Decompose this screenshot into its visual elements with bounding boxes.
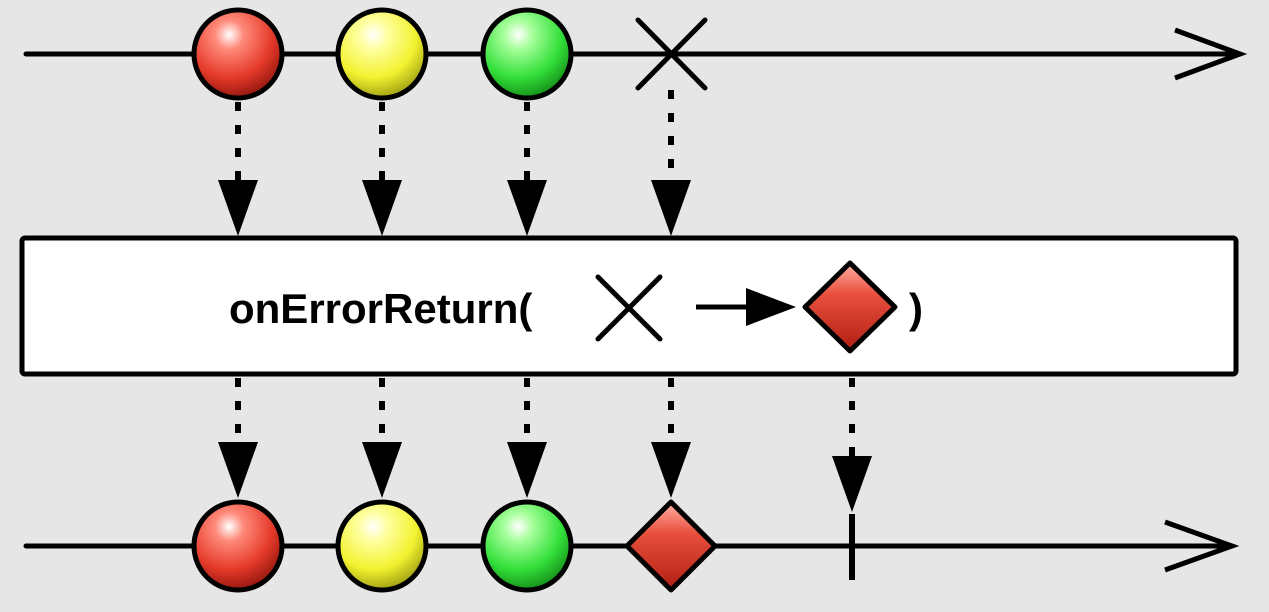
source-timeline-arrowhead (1174, 27, 1248, 81)
output-arrows (235, 378, 855, 460)
source-error-icon (635, 17, 708, 91)
result-marble-green (480, 499, 574, 593)
output-arrowheads (218, 442, 872, 512)
input-arrows (235, 90, 674, 186)
operator-box: onErrorReturn( ) (19, 235, 1239, 377)
result-return-diamond (624, 499, 718, 593)
operator-error-icon (595, 274, 663, 342)
result-marbles (191, 499, 855, 593)
result-timeline-arrowhead (1164, 519, 1240, 573)
result-marble-yellow (335, 499, 429, 593)
input-arrowheads (218, 180, 691, 236)
operator-map-arrow-icon (696, 288, 796, 326)
result-marble-red (191, 499, 285, 593)
operator-label: onErrorReturn( (229, 285, 532, 332)
source-marble-yellow (335, 7, 429, 101)
source-marbles (191, 7, 708, 101)
operator-close-paren: ) (909, 285, 923, 332)
operator-return-diamond-icon (802, 260, 898, 354)
source-marble-green (480, 7, 574, 101)
source-marble-red (191, 7, 285, 101)
